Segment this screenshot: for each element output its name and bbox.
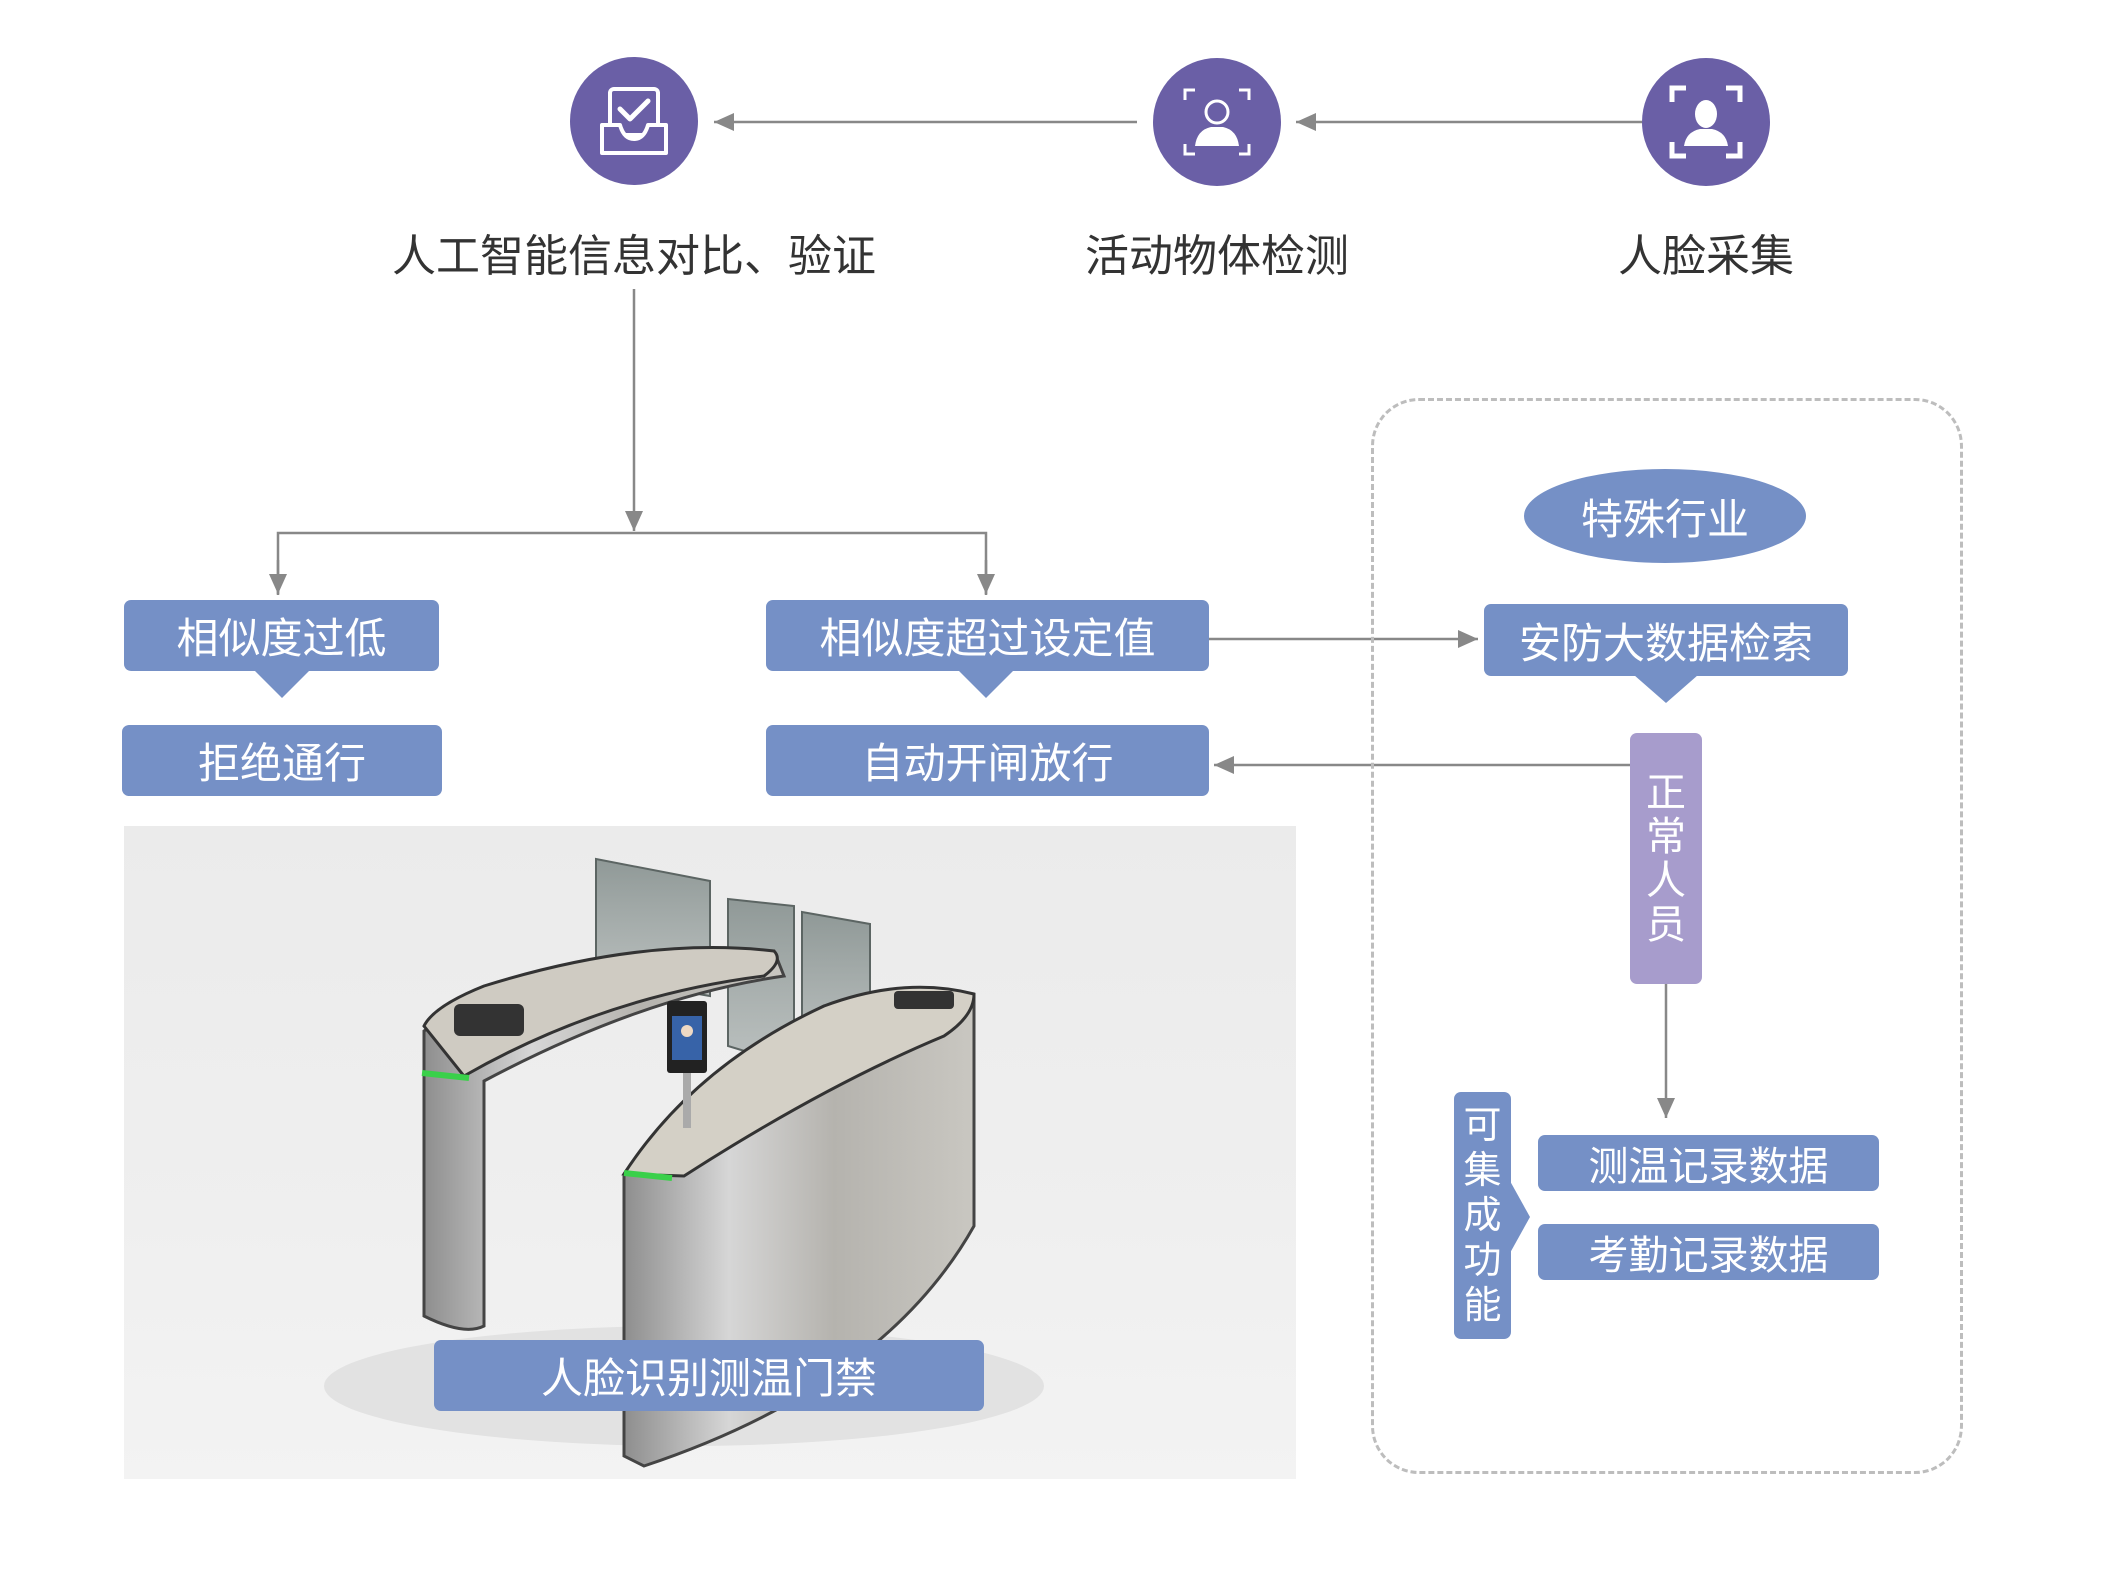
integrated-char: 集 — [1463, 1148, 1502, 1192]
normal-person-box: 正 常 人 员 — [1630, 733, 1702, 984]
similarity-high-box: 相似度超过设定值 — [766, 600, 1209, 671]
similarity-low-pointer — [254, 670, 310, 698]
attendance-record-box: 考勤记录数据 — [1538, 1224, 1879, 1280]
integrated-char: 可 — [1463, 1103, 1502, 1147]
special-industry-group — [1371, 398, 1963, 1474]
person-scan-icon — [1153, 58, 1281, 186]
auto-open-box: 自动开闸放行 — [766, 725, 1209, 796]
temperature-record-box: 测温记录数据 — [1538, 1135, 1879, 1191]
normal-person-char: 人 — [1646, 857, 1686, 904]
similarity-high-pointer — [958, 670, 1014, 698]
product-caption: 人脸识别测温门禁 — [434, 1340, 984, 1411]
similarity-low-box: 相似度过低 — [124, 600, 439, 671]
normal-person-char: 正 — [1646, 769, 1686, 816]
integrated-char: 功 — [1463, 1238, 1502, 1282]
normal-person-char: 常 — [1646, 813, 1686, 860]
security-search-box: 安防大数据检索 — [1484, 604, 1848, 676]
inbox-check-icon — [570, 57, 698, 185]
step-label-detect: 活动物体检测 — [1085, 231, 1349, 282]
special-industry-badge: 特殊行业 — [1524, 469, 1806, 563]
branch-line — [276, 531, 988, 595]
deny-access-box: 拒绝通行 — [122, 725, 442, 796]
integrated-char: 能 — [1463, 1283, 1502, 1327]
security-search-pointer — [1634, 675, 1698, 703]
turnstile-photo: 人脸识别测温门禁 — [124, 826, 1296, 1479]
face-capture-icon — [1642, 58, 1770, 186]
step-label-capture: 人脸采集 — [1618, 231, 1794, 282]
integrated-char: 成 — [1463, 1193, 1502, 1237]
integrated-functions-box: 可 集 成 功 能 — [1454, 1092, 1511, 1339]
integrated-functions-pointer — [1510, 1181, 1530, 1253]
step-label-compare: 人工智能信息对比、验证 — [392, 231, 876, 282]
normal-person-char: 员 — [1646, 901, 1686, 948]
